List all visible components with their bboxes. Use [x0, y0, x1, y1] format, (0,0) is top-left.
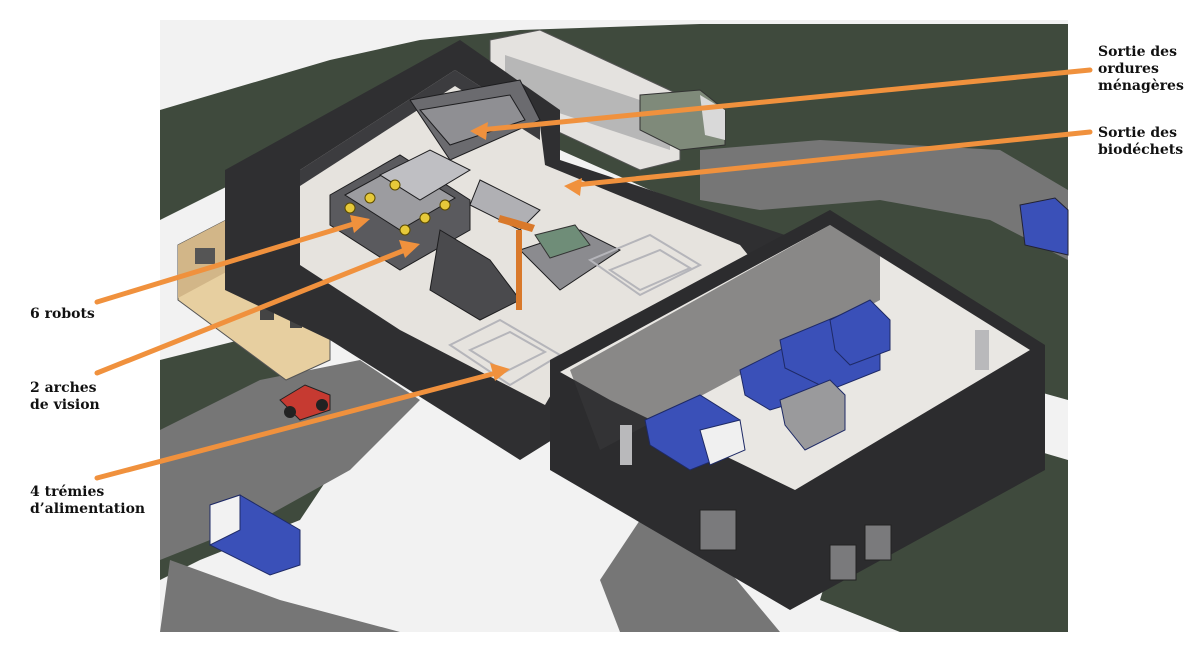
label-robots: 6 robots [30, 306, 95, 323]
robot-6 [439, 199, 451, 211]
robots [344, 179, 451, 236]
label-line: 4 trémies [30, 484, 105, 500]
green-bin [534, 224, 591, 259]
orange-column [498, 215, 535, 310]
label-line: de vision [30, 397, 100, 413]
label-tremies-alimentation: 4 trémies d’alimentation [30, 484, 145, 518]
callout-arrows [94, 67, 1093, 481]
arrow-arches [94, 245, 413, 376]
label-line: ménagères [1098, 78, 1184, 94]
label-arches-vision: 2 arches de vision [30, 380, 100, 414]
garage-trucks [644, 299, 891, 471]
robot-5 [419, 212, 431, 224]
blue-truck-front [209, 494, 301, 576]
arrow-sortie-om [477, 67, 1093, 133]
label-sortie-biodechets: Sortie des biodéchets [1098, 125, 1183, 159]
arrow-robots [94, 219, 363, 305]
label-line: 2 arches [30, 380, 97, 396]
label-sortie-ordures-menageres: Sortie des ordures ménagères [1098, 44, 1184, 95]
robot-2 [364, 192, 376, 204]
label-line: 6 robots [30, 306, 95, 322]
label-line: Sortie des [1098, 44, 1177, 60]
label-line: ordures [1098, 61, 1159, 77]
robot-4 [399, 224, 411, 236]
arrow-sortie-bio [572, 129, 1093, 188]
arrow-tremies [94, 369, 503, 481]
robot-1 [344, 202, 356, 214]
blue-truck-right [1019, 197, 1069, 256]
red-tractor [279, 384, 331, 421]
label-line: biodéchets [1098, 142, 1184, 158]
label-line: d’alimentation [30, 501, 146, 517]
label-line: Sortie des [1098, 125, 1177, 141]
robot-3 [389, 179, 401, 191]
